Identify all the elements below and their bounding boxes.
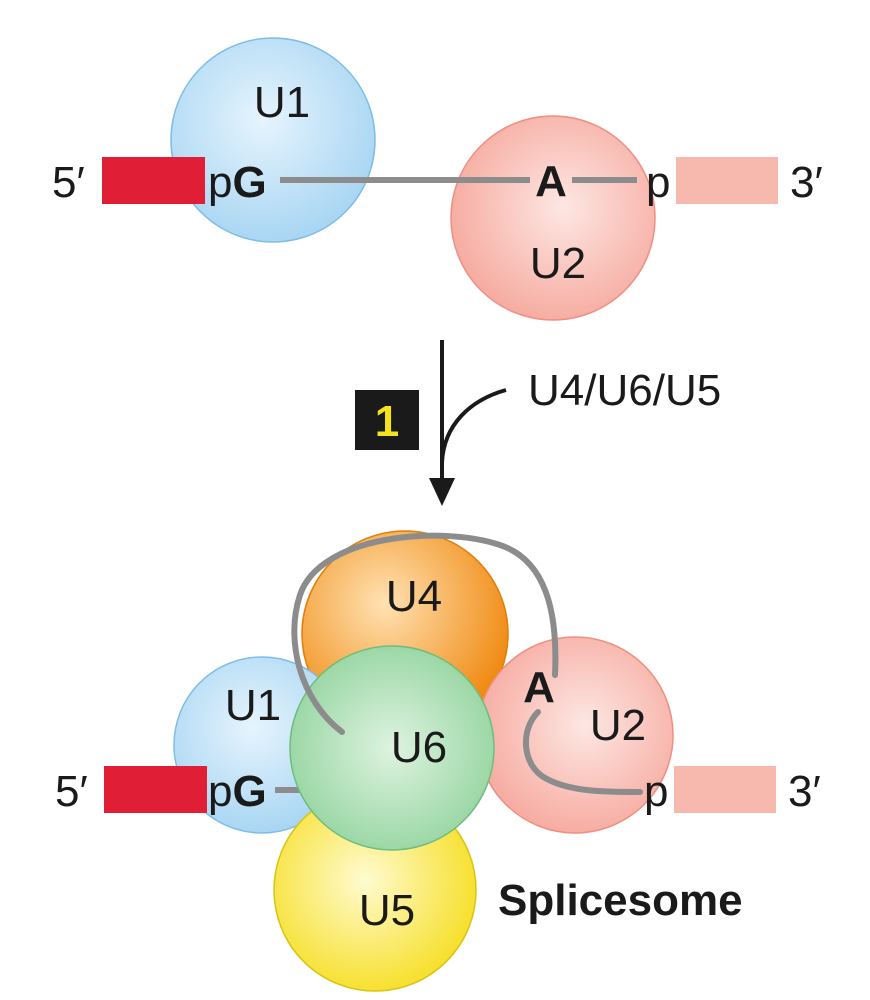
p-3prime-label-bottom: p [644, 767, 668, 816]
u5-label: U5 [359, 886, 415, 935]
pg-label-bottom: pG [208, 767, 267, 816]
u6-snrnp [289, 645, 495, 851]
u1-label: U1 [254, 78, 310, 127]
u2-label: U2 [530, 239, 586, 288]
joining-arrow [440, 388, 507, 463]
exon-3prime-bottom [674, 766, 776, 813]
u1-snrnp [170, 37, 376, 243]
u6-label: U6 [391, 723, 447, 772]
intron-rna-loop [291, 532, 559, 735]
five-prime-label-bottom: 5′ [55, 767, 88, 816]
five-prime-label: 5′ [52, 158, 85, 207]
u1-label-bottom: U1 [225, 681, 281, 730]
three-prime-label-bottom: 3′ [788, 767, 821, 816]
branch-a-label-bottom: A [523, 663, 555, 712]
step-number: 1 [375, 397, 399, 446]
u2-label-bottom: U2 [590, 701, 646, 750]
spliceosome-title: Splicesome [498, 876, 743, 925]
pg-label: pG [208, 158, 267, 207]
exon-5prime [102, 157, 205, 204]
intron-rna-tail [523, 709, 643, 795]
spliceosome-complex: U4 U1 U6 U2 U5 A 5′ pG p 3′ Splicesome [55, 530, 821, 992]
step-arrow: 1 U4/U6/U5 [355, 340, 721, 506]
three-prime-label: 3′ [790, 158, 823, 207]
arrowhead-icon [429, 478, 455, 506]
branch-a-label: A [535, 157, 567, 206]
exon-5prime-bottom [104, 766, 207, 813]
step-badge [355, 390, 419, 450]
exon-3prime [676, 157, 778, 204]
step-label: U4/U6/U5 [528, 366, 721, 415]
u2-snrnp [450, 115, 656, 321]
top-complex: U1 U2 5′ 3′ pG A p [52, 37, 823, 321]
u4-label: U4 [386, 572, 442, 621]
p-3prime-label: p [646, 158, 670, 207]
